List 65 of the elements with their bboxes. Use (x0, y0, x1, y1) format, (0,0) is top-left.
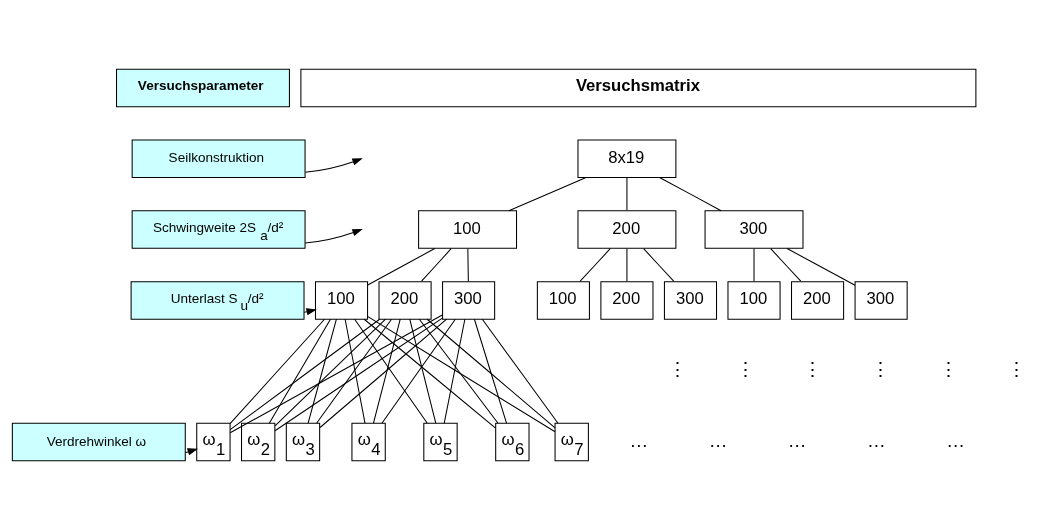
node-box: 300 (663, 281, 718, 320)
arrow (185, 448, 198, 456)
connector (418, 318, 499, 424)
node-box: 200 (600, 281, 654, 320)
connector (367, 316, 556, 433)
connector (367, 248, 436, 286)
connector (481, 318, 559, 424)
connector (443, 318, 466, 424)
connector (307, 318, 337, 424)
label: … (629, 429, 649, 451)
node-box: 100 (727, 281, 781, 320)
connector (467, 248, 469, 282)
connector (229, 314, 443, 434)
connector (770, 248, 802, 282)
connector (381, 318, 456, 424)
connector (319, 318, 448, 428)
label: … (946, 429, 965, 451)
connector (363, 318, 496, 429)
arrow (304, 229, 363, 244)
arrow (304, 158, 363, 173)
node-box: 300 (854, 281, 908, 320)
node-box: Seilkonstruktion (131, 139, 306, 178)
connector (659, 177, 722, 212)
label: ⋮ (1006, 358, 1026, 380)
label: … (787, 429, 807, 451)
connector (421, 248, 452, 282)
connector (426, 318, 556, 429)
connector (626, 177, 628, 211)
label: ⋮ (668, 358, 688, 380)
connector (229, 318, 381, 431)
node-box: 300 (704, 210, 804, 249)
label: ⋮ (871, 358, 891, 380)
connector (786, 248, 856, 286)
node-box: Versuchsparameter (116, 68, 290, 108)
node-box: 100 (314, 281, 369, 320)
label: ⋮ (803, 358, 823, 380)
connector (508, 177, 586, 212)
connector (274, 318, 387, 427)
connector (372, 318, 401, 424)
connector (274, 317, 443, 432)
node-box: 100 (536, 281, 590, 320)
connector (316, 318, 393, 424)
label: … (867, 429, 886, 451)
node-box: 8x19 (577, 139, 677, 178)
connector (643, 248, 675, 282)
connector (268, 318, 331, 424)
connector (229, 318, 326, 425)
connector (579, 248, 611, 282)
node-box: Versuchsmatrix (300, 68, 977, 108)
node-box: Verdrehwinkel ω (11, 422, 186, 462)
connector (344, 318, 366, 424)
connector (354, 318, 428, 424)
connector (473, 318, 508, 424)
label: ⋮ (735, 358, 755, 380)
node-box: 300 (442, 281, 496, 320)
connector (409, 318, 437, 424)
label: ⋮ (938, 358, 958, 380)
node-box: 200 (577, 210, 677, 249)
node-box: 100 (418, 210, 518, 249)
connector (626, 248, 628, 282)
node-box: 200 (378, 281, 432, 320)
label: … (708, 429, 728, 451)
arrow (303, 308, 317, 316)
connector (753, 248, 755, 282)
node-box: 200 (791, 281, 845, 320)
